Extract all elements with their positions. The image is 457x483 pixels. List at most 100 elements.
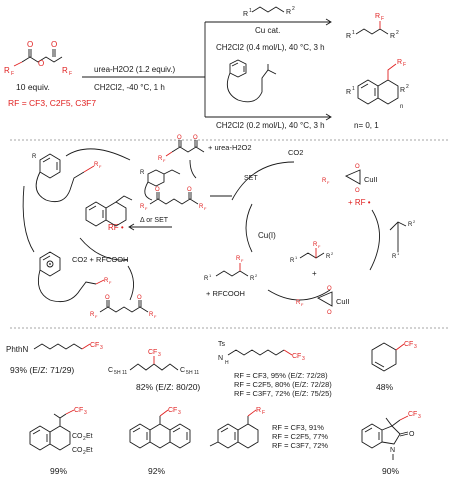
svg-text:R: R [313,242,318,248]
branch1-conditions: CH2Cl2 (0.4 mol/L), 40 °C, 3 h [216,43,325,52]
co2-rfcooh-byproducts: CO2 + RFCOOH [72,255,128,264]
n-values: n= 0, 1 [354,121,379,130]
svg-text:F: F [163,158,166,163]
svg-text:C: C [180,367,185,374]
cyclized-radical [85,195,133,227]
svg-text:F: F [327,180,330,185]
svg-text:PhthN: PhthN [6,345,28,354]
cyclization-arrows [22,148,131,261]
svg-text:R: R [250,276,255,282]
svg-text:F: F [154,314,157,319]
svg-text:F: F [95,314,98,319]
svg-text:2: 2 [406,84,409,90]
oxidant-label: + urea-H2O2 [208,143,252,152]
svg-text:R: R [400,87,405,94]
svg-text:3: 3 [158,352,161,358]
svg-text:CO: CO [72,447,83,454]
svg-text:CO: CO [72,433,83,440]
svg-text:R: R [204,276,209,282]
svg-text:R: R [397,59,402,66]
svg-text:R: R [392,254,397,260]
svg-text:CF: CF [90,342,99,349]
svg-text:H: H [117,370,121,376]
svg-text:F: F [301,302,304,307]
svg-text:11: 11 [122,370,127,376]
svg-text:2: 2 [396,30,399,36]
svg-text:F: F [381,16,384,22]
svg-text:R: R [243,11,248,18]
svg-text:R: R [199,204,204,210]
reagent-amount: 10 equiv. [16,82,50,92]
svg-text:R: R [4,66,10,75]
svg-text:CF: CF [408,411,417,418]
svg-text:3: 3 [178,410,181,416]
svg-text:F: F [241,258,244,263]
svg-text:F: F [204,206,207,211]
svg-text:R: R [62,66,68,75]
co2-top: CO2 [288,148,303,157]
svg-text:O: O [355,188,360,194]
svg-text:R: R [32,154,37,160]
svg-text:1: 1 [249,8,252,14]
svg-text:O: O [409,431,415,438]
delta-set-label: Δ or SET [140,217,169,224]
svg-text:F: F [145,206,148,211]
svg-text:11: 11 [194,370,199,376]
svg-text:O: O [355,164,360,170]
cu-ii-bottom: CuII [336,297,350,306]
svg-text:O: O [327,286,332,292]
svg-text:1: 1 [209,273,212,278]
svg-text:3: 3 [418,414,421,420]
branch-bracket [204,18,332,121]
svg-text:n: n [400,104,403,110]
svg-text:R: R [375,13,380,20]
svg-text:R: R [326,254,331,260]
svg-text:R: R [296,300,301,306]
chain-arrow [127,265,134,301]
svg-text:Ts: Ts [218,341,226,348]
svg-text:R: R [140,170,145,176]
svg-text:O: O [105,295,110,301]
cu-cycle [210,161,380,301]
branch2-conditions: CH2Cl2 (0.2 mol/L), 40 °C, 3 h [216,121,325,130]
svg-text:2: 2 [292,6,295,12]
svg-text:O: O [193,135,198,141]
svg-text:F: F [109,280,112,285]
svg-text:Et: Et [86,447,93,454]
svg-text:H: H [189,370,193,376]
svg-text:CF: CF [292,353,301,360]
tethered-substrate-cycle: R [140,169,181,201]
condition-top: urea-H2O2 (1.2 equiv.) [94,65,176,74]
svg-text:R: R [346,89,351,96]
svg-text:R: R [322,178,327,184]
oxidation-arrow [189,159,197,179]
rf-radical-left: RF • [108,223,124,232]
svg-text:2: 2 [83,450,86,456]
svg-text:2: 2 [83,436,86,442]
svg-text:O: O [177,135,182,141]
svg-text:5: 5 [186,370,189,376]
product-2-yield: 82% (E/Z: 80/20) [136,382,200,392]
plus-sign: + [312,269,317,278]
svg-text:F: F [99,164,102,169]
product-4-yield: 48% [376,382,393,392]
svg-text:O: O [38,59,44,68]
svg-text:R: R [286,9,291,16]
product-5-yield: 99% [50,466,67,476]
svg-text:R: R [408,222,413,228]
svg-text:F: F [69,71,72,77]
cu-ii-top: CuII [364,175,378,184]
svg-text:1: 1 [352,86,355,92]
